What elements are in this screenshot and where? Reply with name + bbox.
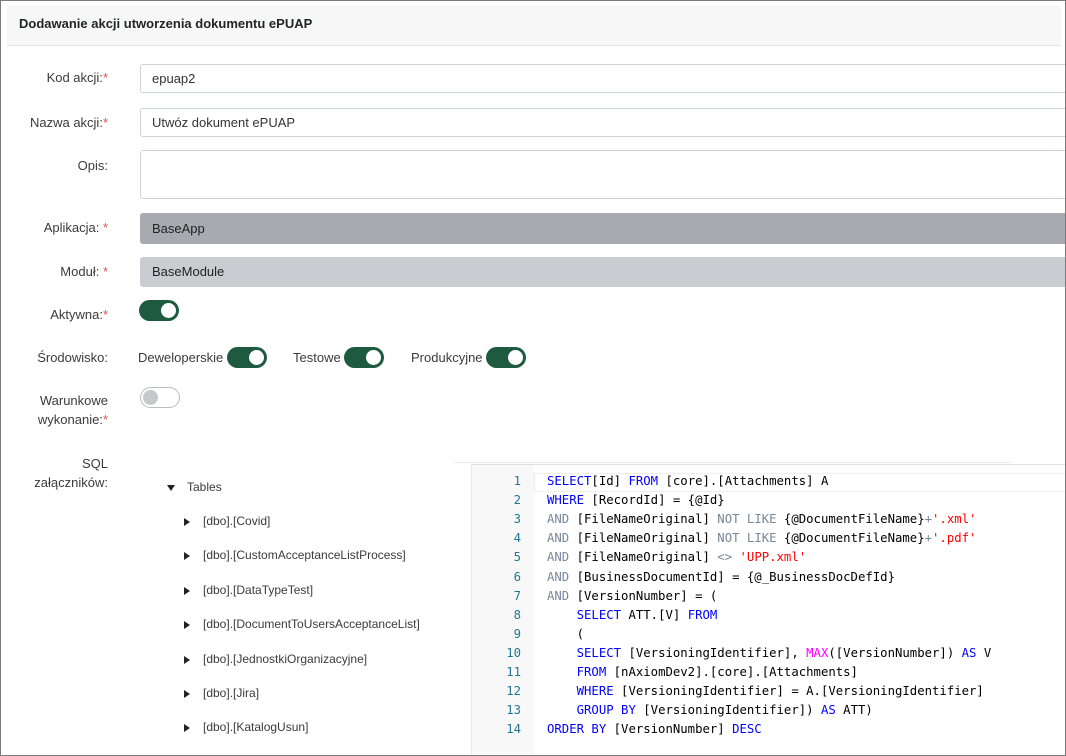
deweloperskie-label: Deweloperskie	[138, 350, 224, 365]
aktywna-label: Aktywna:*	[50, 307, 108, 322]
line-number: 3	[513, 512, 521, 527]
code-line[interactable]: 12 WHERE [VersioningIdentifier] = A.[Ver…	[472, 682, 1065, 701]
toggle-knob	[249, 350, 264, 365]
code-line[interactable]: 6 AND [BusinessDocumentId] = {@_BusinessD…	[472, 568, 1065, 587]
code-text: AND [BusinessDocumentId] = {@_BusinessDo…	[547, 569, 895, 584]
code-line[interactable]: 4 AND [FileNameOriginal] NOT LIKE {@Docum…	[472, 529, 1065, 548]
code-line[interactable]: 13 GROUP BY [VersioningIdentifier]) AS A…	[472, 701, 1065, 720]
kod-akcji-input[interactable]: epuap2	[140, 64, 1065, 93]
testowe-toggle[interactable]	[344, 347, 384, 368]
line-number: 14	[506, 722, 521, 737]
opis-label: Opis:	[77, 158, 108, 173]
code-text: SELECT[Id] FROM [core].[Attachments] A	[547, 474, 829, 488]
dialog-header: Dodawanie akcji utworzenia dokumentu ePU…	[7, 6, 1061, 46]
line-number: 8	[513, 607, 521, 622]
current-line-highlight	[534, 473, 1065, 492]
caret-down-icon	[167, 484, 175, 491]
code-text: FROM [nAxiomDev2].[core].[Attachments]	[576, 665, 858, 679]
code-text: AND [VersionNumber] = (	[547, 588, 718, 603]
editor-divider	[454, 462, 1011, 463]
line-number: 6	[513, 569, 521, 584]
line-number: 12	[506, 684, 521, 699]
warunkowe-toggle[interactable]	[140, 387, 180, 408]
code-text: AND [FileNameOriginal] <> 'UPP.xml'	[547, 550, 807, 565]
produkcyjne-toggle[interactable]	[486, 347, 526, 368]
code-line[interactable]: 2 WHERE [RecordId] = {@Id}	[472, 491, 1065, 510]
sql-label: SQL załączników:	[34, 456, 108, 490]
tree-root-tables[interactable]: Tables	[167, 480, 222, 494]
line-number: 11	[506, 665, 521, 679]
code-text: GROUP BY [VersioningIdentifier]) AS ATT)	[576, 703, 873, 718]
caret-right-icon	[184, 655, 190, 664]
nazwa-akcji-input[interactable]: Utwóz dokument ePUAP	[140, 108, 1065, 137]
tree-item[interactable]: [dbo].[JednostkiOrganizacyjne]	[184, 652, 367, 666]
code-line[interactable]: 3 AND [FileNameOriginal] NOT LIKE {@Docum…	[472, 510, 1065, 529]
toggle-knob	[508, 350, 523, 365]
tree-item[interactable]: [dbo].[KatalogUsun]	[184, 720, 308, 734]
caret-right-icon	[184, 551, 190, 560]
tree-item[interactable]: [dbo].[DataTypeTest]	[184, 583, 313, 597]
code-line[interactable]: 10 SELECT [VersioningIdentifier], MAX([V…	[472, 644, 1065, 663]
code-text: ORDER BY [VersionNumber] DESC	[547, 722, 762, 737]
code-line[interactable]: 8 SELECT ATT.[V] FROM	[472, 606, 1065, 625]
code-line[interactable]: 1 SELECT[Id] FROM [core].[Attachments] A	[472, 472, 1065, 491]
line-number: 5	[513, 550, 521, 565]
aktywna-toggle[interactable]	[139, 300, 179, 321]
sql-code-editor[interactable]: 1 SELECT[Id] FROM [core].[Attachments] A 2…	[471, 464, 1065, 754]
caret-right-icon	[184, 689, 190, 698]
tree-item[interactable]: [dbo].[DocumentToUsersAcceptanceList]	[184, 617, 420, 631]
line-number: 7	[513, 588, 521, 603]
dialog-title: Dodawanie akcji utworzenia dokumentu ePU…	[19, 16, 313, 31]
line-number: 9	[513, 626, 521, 641]
caret-right-icon	[184, 620, 190, 629]
toggle-knob	[366, 350, 381, 365]
aplikacja-label: Aplikacja: *	[43, 220, 108, 235]
code-line[interactable]: 9 (	[472, 625, 1065, 644]
caret-right-icon	[184, 586, 190, 595]
deweloperskie-toggle[interactable]	[227, 347, 267, 368]
code-text: AND [FileNameOriginal] NOT LIKE {@Docume…	[547, 512, 977, 527]
srodowisko-label: Środowisko:	[37, 350, 108, 365]
aplikacja-select[interactable]: BaseApp	[140, 213, 1065, 244]
code-text: WHERE [RecordId] = {@Id}	[547, 493, 725, 508]
code-text: SELECT [VersioningIdentifier], MAX([Vers…	[576, 645, 992, 660]
line-number: 2	[513, 493, 521, 508]
code-line[interactable]: 11 FROM [nAxiomDev2].[core].[Attachments…	[472, 663, 1065, 682]
kod-akcji-label: Kod akcji:*	[46, 70, 108, 85]
tree-item[interactable]: [dbo].[CustomAcceptanceListProcess]	[184, 548, 406, 562]
caret-right-icon	[184, 723, 190, 732]
nazwa-akcji-label: Nazwa akcji:*	[29, 115, 108, 130]
code-text: (	[547, 626, 585, 641]
toggle-knob	[143, 390, 158, 405]
line-number: 13	[506, 703, 521, 718]
warunkowe-label: Warunkowe wykonanie:*	[37, 393, 108, 427]
line-number: 1	[513, 474, 521, 488]
code-line[interactable]: 7 AND [VersionNumber] = (	[472, 587, 1065, 606]
code-line[interactable]: 5 AND [FileNameOriginal] <> 'UPP.xml'	[472, 548, 1065, 567]
editor-gutter	[472, 465, 534, 754]
line-number: 4	[513, 531, 521, 546]
modul-label: Moduł: *	[60, 264, 108, 279]
tree-item[interactable]: [dbo].[Covid]	[184, 514, 270, 528]
toggle-knob	[161, 303, 176, 318]
opis-textarea[interactable]	[140, 150, 1065, 199]
code-text: AND [FileNameOriginal] NOT LIKE {@Docume…	[547, 531, 977, 546]
produkcyjne-label: Produkcyjne	[411, 350, 483, 365]
modul-select[interactable]: BaseModule	[140, 257, 1065, 287]
code-text: SELECT ATT.[V] FROM	[576, 607, 718, 622]
line-number: 10	[506, 645, 521, 660]
code-text: WHERE [VersioningIdentifier] = A.[Versio…	[576, 684, 984, 699]
caret-right-icon	[184, 517, 190, 526]
testowe-label: Testowe	[293, 350, 341, 365]
code-line[interactable]: 14 ORDER BY [VersionNumber] DESC	[472, 720, 1065, 739]
tree-item[interactable]: [dbo].[Jira]	[184, 686, 259, 700]
